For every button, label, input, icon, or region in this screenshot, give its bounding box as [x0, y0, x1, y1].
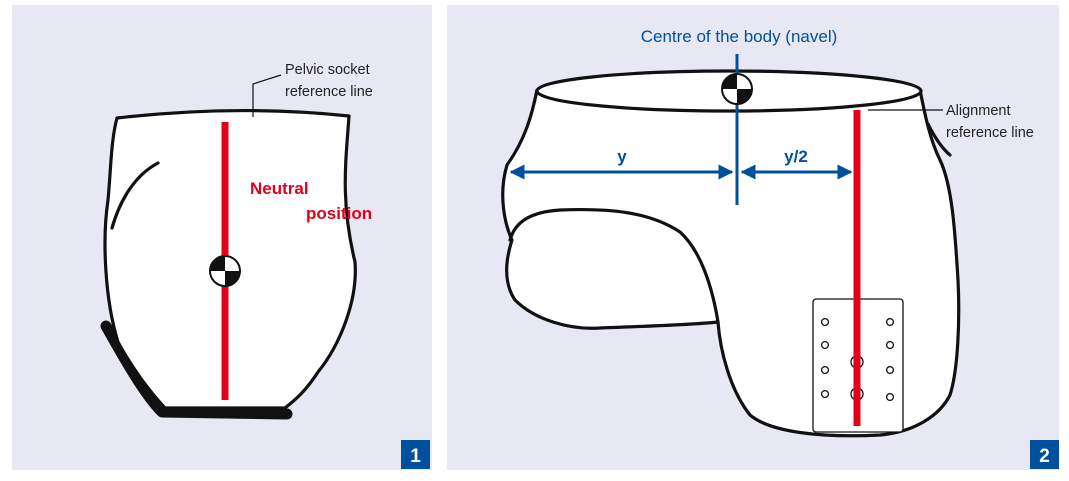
- neutral-position-line2: position: [306, 204, 372, 223]
- socket-hip-fold: [926, 122, 952, 157]
- measure-y-label: y: [617, 147, 627, 166]
- socket-crease: [110, 161, 160, 230]
- measure-y-half-label: y/2: [784, 147, 808, 166]
- callout-alignment-line1: Alignment: [946, 103, 1010, 119]
- panel-1-badge-label: 1: [410, 446, 421, 467]
- center-of-mass-icon: [209, 255, 241, 287]
- panel-2-badge-label: 2: [1039, 446, 1050, 467]
- socket-shadow: [100, 320, 293, 420]
- panel-1-badge: 1: [401, 440, 430, 469]
- panel-1: Pelvic socket reference line Neutral pos…: [12, 5, 432, 470]
- neutral-position-line1: Neutral: [250, 179, 309, 198]
- callout-pelvic-socket-line2: reference line: [285, 84, 373, 100]
- callout-pelvic-socket-line1: Pelvic socket: [285, 62, 370, 78]
- callout-leader-1: [252, 74, 282, 117]
- panel-2-badge: 2: [1030, 440, 1059, 469]
- panel-2: Centre of the body (navel) y y/2: [447, 5, 1059, 470]
- centre-of-body-label: Centre of the body (navel): [641, 27, 838, 46]
- callout-alignment-line2: reference line: [946, 125, 1034, 141]
- socket-inner-fold: [508, 207, 720, 324]
- center-of-mass-icon: [721, 73, 753, 105]
